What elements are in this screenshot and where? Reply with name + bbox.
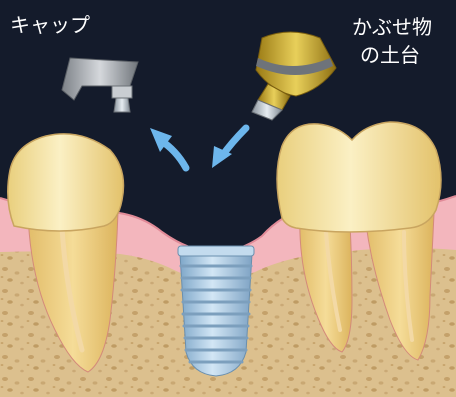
cap-label: キャップ xyxy=(10,13,90,37)
abutment-label-line1: かぶせ物 xyxy=(352,15,432,39)
implant-screw xyxy=(178,246,254,376)
abutment-label-line2: の土台 xyxy=(360,43,420,67)
left-tooth-crown xyxy=(8,134,124,231)
right-tooth-crown xyxy=(277,122,441,232)
